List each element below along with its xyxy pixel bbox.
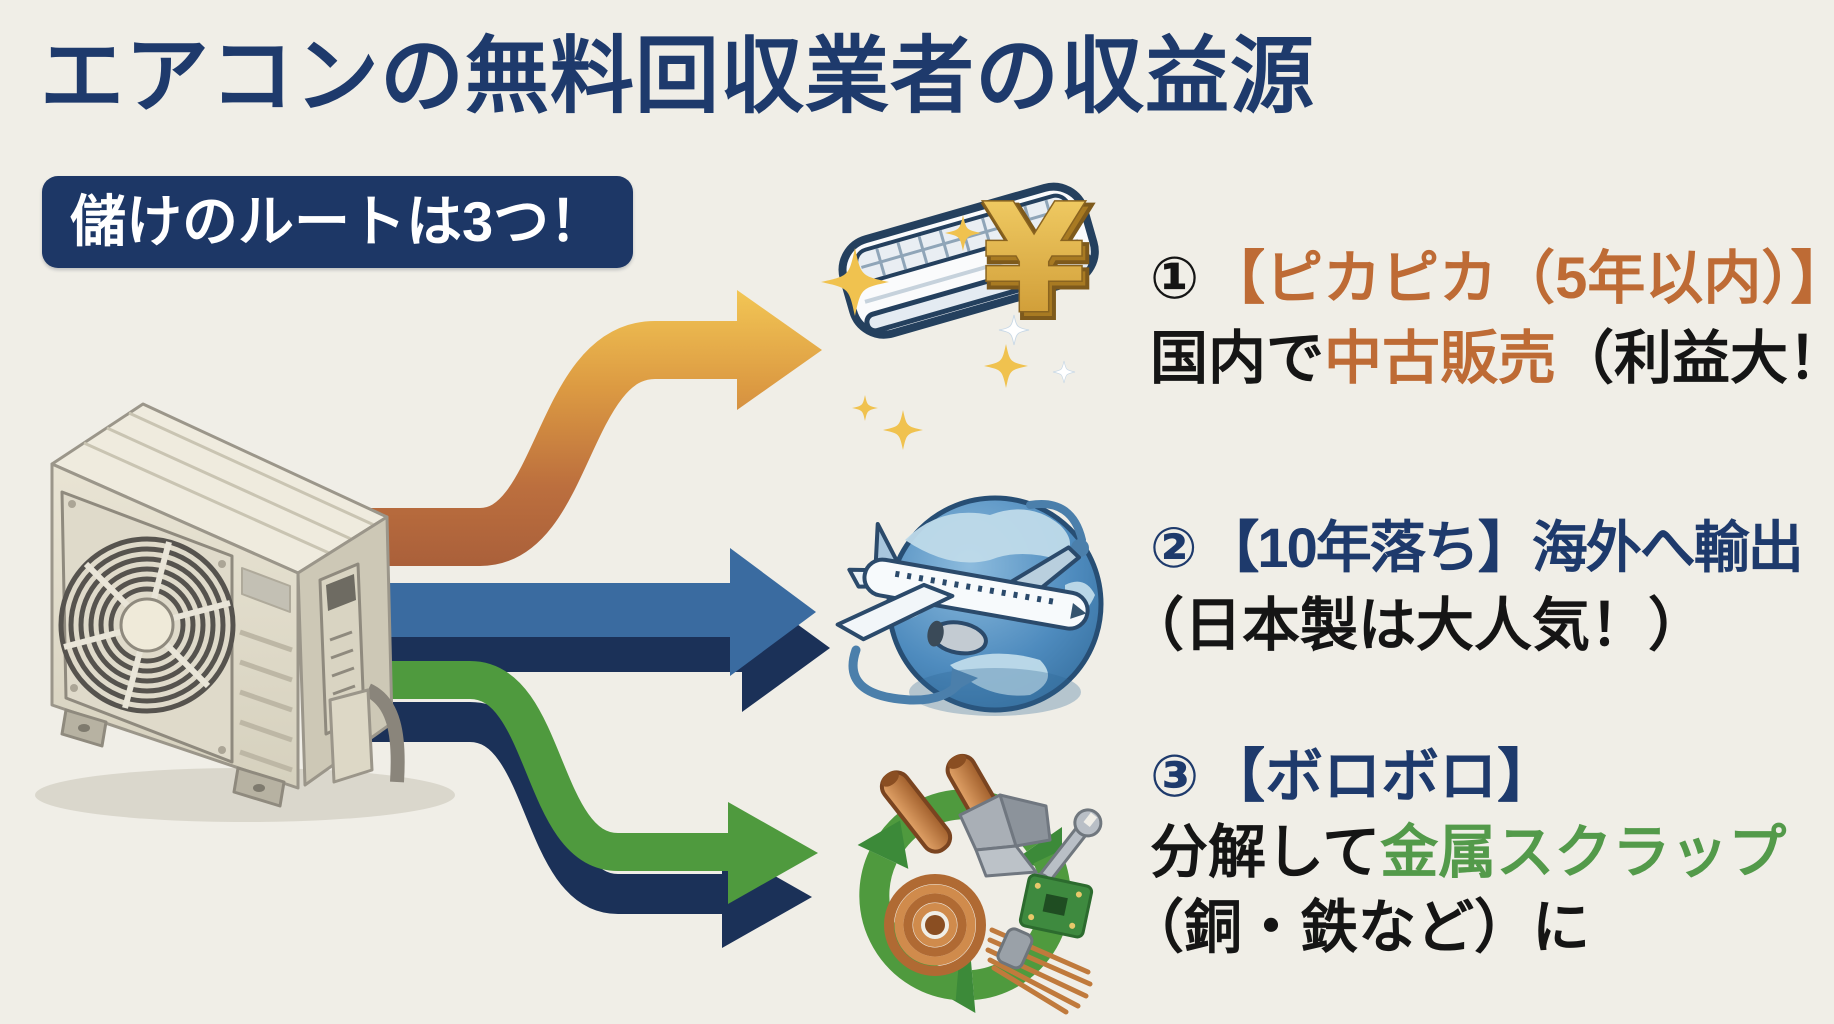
route3-number: ③ xyxy=(1150,744,1200,809)
route-arrows xyxy=(345,290,830,948)
fan-grille-icon xyxy=(58,536,236,714)
recycling-scrap-icon xyxy=(838,753,1103,1024)
route-count-badge-label: 儲けのルートは3つ！ xyxy=(70,190,606,253)
route1-keyword: 中古販売 xyxy=(1324,326,1557,391)
route2-number: ② xyxy=(1150,516,1197,579)
arrow-route2-blue xyxy=(345,548,816,676)
svg-text:¥: ¥ xyxy=(986,178,1090,352)
page-title: エアコンの無料回収業者の収益源 xyxy=(40,29,1316,123)
route2-condition-label: 【10年落ち】海外へ輸出 xyxy=(1203,516,1803,579)
outdoor-unit-illustration xyxy=(35,402,455,822)
route2-line1: ②【10年落ち】海外へ輸出 xyxy=(1150,520,1804,576)
route1-line2: 国内で中古販売（利益大！） xyxy=(1150,326,1834,391)
route1-number: ① xyxy=(1150,246,1200,311)
arrow-route1-copper xyxy=(345,290,822,566)
route3-line2: 分解して金属スクラップ xyxy=(1150,820,1787,885)
scrap-metal-icon xyxy=(958,793,1052,878)
sparkling-ac-icon: ¥ ¥ xyxy=(821,172,1099,450)
route3-line3: （銅・鉄など）に xyxy=(1126,895,1591,960)
route3-condition-label: 【ボロボロ】 xyxy=(1207,744,1556,809)
route1-condition-label: 【ピカピカ（5年以内）】 xyxy=(1207,246,1834,311)
circuit-board-icon xyxy=(1018,873,1094,939)
copper-coil-icon xyxy=(884,874,986,976)
arrow-route3-green xyxy=(345,661,818,904)
route3-line1: ③【ボロボロ】 xyxy=(1150,748,1555,806)
globe-airplane-icon xyxy=(835,495,1104,716)
airplane-icon xyxy=(835,521,1090,656)
route2-line2: （日本製は大人気！） xyxy=(1126,593,1707,658)
route1-line1: ①【ピカピカ（5年以内）】 xyxy=(1150,250,1834,308)
route3-keyword: 金属スクラップ xyxy=(1380,820,1787,885)
route-count-badge: 儲けのルートは3つ！ xyxy=(42,176,634,268)
svg-text:¥: ¥ xyxy=(982,173,1086,347)
yen-icon: ¥ ¥ xyxy=(980,172,1094,357)
